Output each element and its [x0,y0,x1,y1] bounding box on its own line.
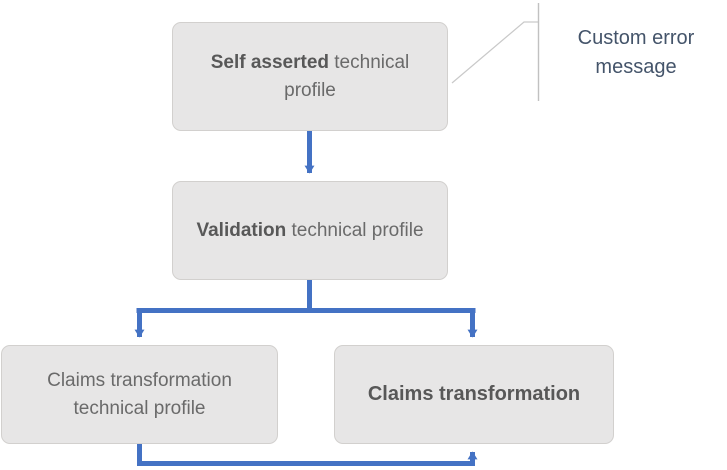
callout-line-2: message [595,56,677,78]
node-claims-tp-label: Claims transformation technical profile [47,369,232,419]
node-claims-transformation-technical-profile[interactable]: Claims transformation technical profile [1,345,278,444]
callout-line-1: Custom error [577,27,695,49]
connector-validation-branch [136,280,476,313]
node-validation-label: Validation technical profile [187,217,433,245]
node-validation-rest: technical profile [286,219,424,241]
callout-leader-line [451,3,540,101]
node-validation-emphasis: Validation [196,219,287,241]
connector-claims-tp-to-claims [137,441,478,466]
node-self-asserted-rest: technical profile [284,51,410,101]
node-self-asserted-label: Self asserted technical profile [187,49,433,104]
node-claims-label: Claims transformation [367,383,581,405]
node-self-asserted-technical-profile[interactable]: Self asserted technical profile [172,22,448,131]
node-claims-transformation[interactable]: Claims transformation [334,345,614,444]
node-self-asserted-emphasis: Self asserted [210,51,329,73]
node-validation-technical-profile[interactable]: Validation technical profile [172,181,448,280]
callout-custom-error-message: Custom error message [556,24,716,82]
